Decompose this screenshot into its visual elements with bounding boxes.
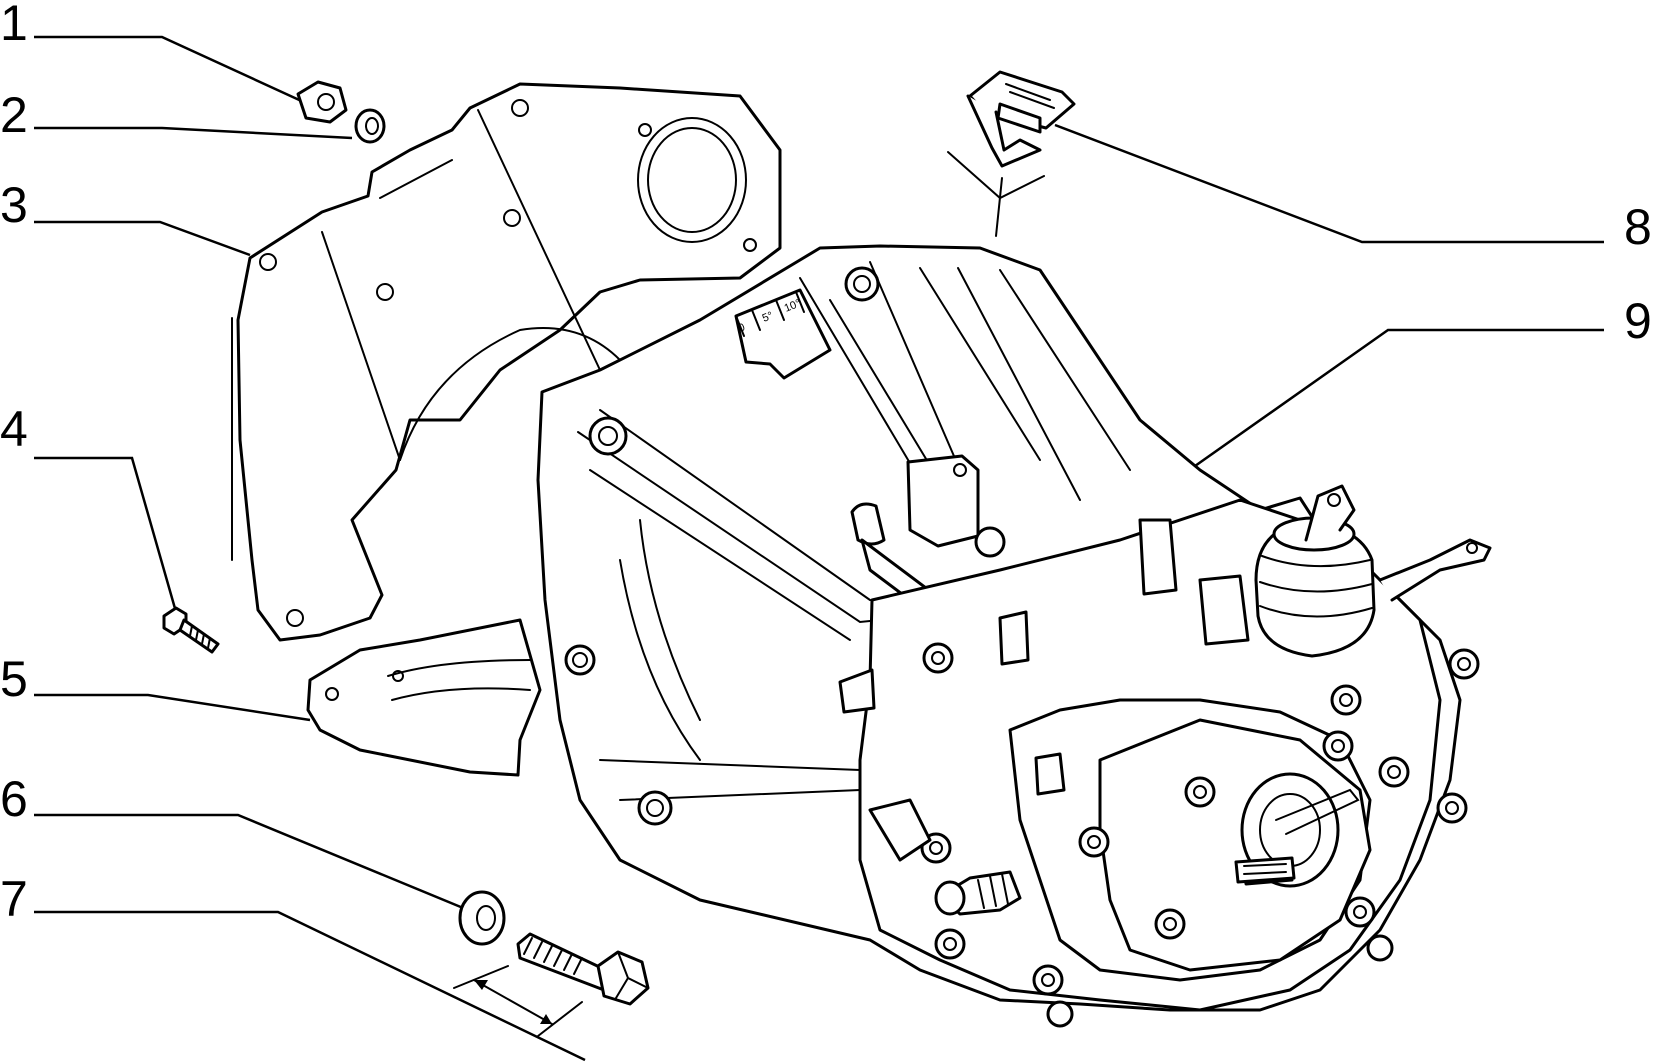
scale-mark-5: 5°	[761, 310, 775, 325]
callout-5-number: 5	[0, 651, 28, 707]
leader-line-2	[34, 126, 353, 140]
leader-line-7	[34, 910, 586, 1062]
callout-1-number: 1	[0, 0, 28, 51]
spring-washer	[354, 108, 386, 144]
flywheel-cover-plate	[231, 82, 782, 642]
hex-nut	[296, 80, 348, 124]
timing-scale-plate: 0 5° 10°	[734, 288, 832, 380]
callout-7-number: 7	[0, 871, 28, 927]
scale-mark-0: 0	[737, 321, 747, 334]
callout-6-number: 6	[0, 771, 28, 827]
leader-line-9	[1177, 328, 1604, 480]
callout-2-number: 2	[0, 87, 28, 143]
leader-line-3	[34, 220, 251, 257]
leader-line-8	[1054, 123, 1604, 244]
callout-3-number: 3	[0, 177, 28, 233]
leader-line-4	[34, 456, 178, 613]
callout-9-number: 9	[1624, 293, 1652, 349]
flat-washer	[458, 890, 506, 946]
gearbox-housing	[536, 244, 1492, 1028]
lower-shield-plate	[306, 618, 542, 777]
small-bolt	[162, 606, 220, 654]
hex-bolt	[453, 932, 650, 1037]
sensor-connector	[947, 70, 1076, 237]
leader-line-6	[34, 813, 469, 912]
leader-line-5	[34, 693, 311, 722]
leader-line-1	[34, 35, 309, 106]
callout-4-number: 4	[0, 401, 28, 457]
callout-8-number: 8	[1624, 199, 1652, 255]
scale-mark-10: 10°	[783, 297, 803, 314]
